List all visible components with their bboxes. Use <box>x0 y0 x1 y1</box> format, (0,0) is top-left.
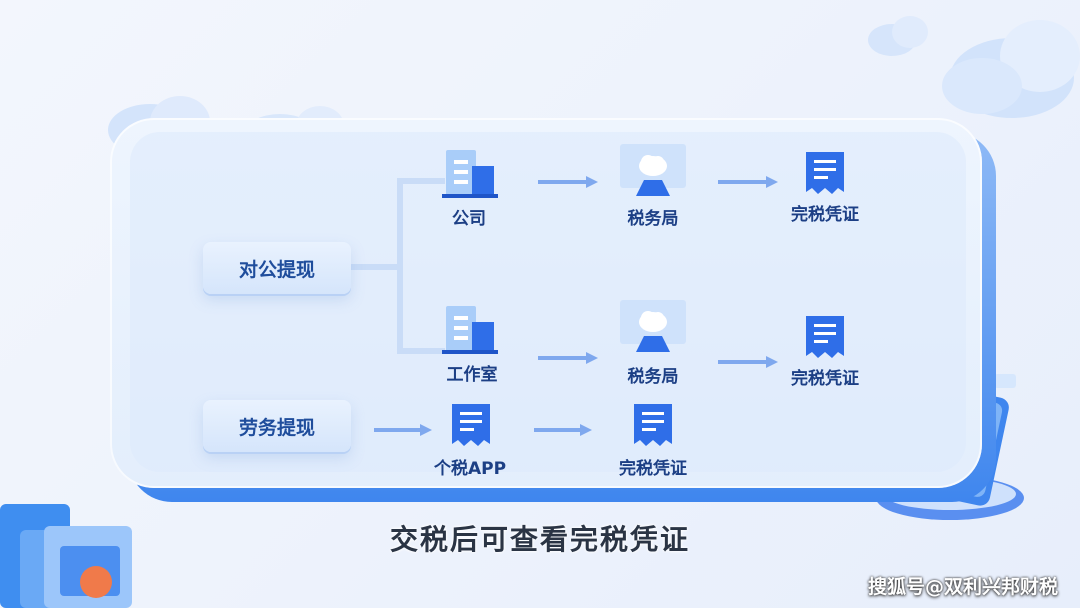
step-tax-certificate-label: 完税凭证 <box>791 369 859 389</box>
connector-horizontal-main <box>350 264 402 270</box>
step-tax-certificate-label: 完税凭证 <box>791 205 859 225</box>
arrow-right-icon <box>718 356 778 368</box>
connector-vertical <box>397 178 403 354</box>
corporate-withdrawal-button[interactable]: 对公提现 <box>203 242 351 294</box>
receipt-icon <box>634 404 672 446</box>
arrow-right-icon <box>374 424 432 436</box>
subtitle-caption: 交税后可查看完税凭证 <box>389 523 690 556</box>
corporate-withdrawal-label: 对公提现 <box>238 258 315 281</box>
step-studio-label: 工作室 <box>446 365 498 385</box>
labor-withdrawal-label: 劳务提现 <box>238 416 315 439</box>
step-tax-app-label: 个税APP <box>433 459 507 479</box>
building-icon <box>442 306 498 354</box>
arrow-right-icon <box>718 176 778 188</box>
cloud-top-right-decoration <box>868 16 1080 118</box>
arrow-right-icon <box>534 424 592 436</box>
connector-row2 <box>397 348 445 354</box>
tax-bureau-icon <box>620 300 686 352</box>
step-tax-bureau-label: 税务局 <box>627 209 679 229</box>
step-tax-certificate-label: 完税凭证 <box>619 459 687 479</box>
step-tax-bureau-label: 税务局 <box>627 367 679 387</box>
books-decoration <box>0 504 132 608</box>
source-watermark: 搜狐号@双利兴邦财税 <box>867 576 1058 598</box>
building-icon <box>442 150 498 198</box>
connector-row1 <box>397 178 445 184</box>
labor-withdrawal-button[interactable]: 劳务提现 <box>203 400 351 452</box>
arrow-right-icon <box>538 176 598 188</box>
arrow-right-icon <box>538 352 598 364</box>
receipt-icon <box>806 316 844 358</box>
receipt-icon <box>806 152 844 194</box>
step-company-label: 公司 <box>452 209 486 229</box>
receipt-icon <box>452 404 490 446</box>
tax-bureau-icon <box>620 144 686 196</box>
